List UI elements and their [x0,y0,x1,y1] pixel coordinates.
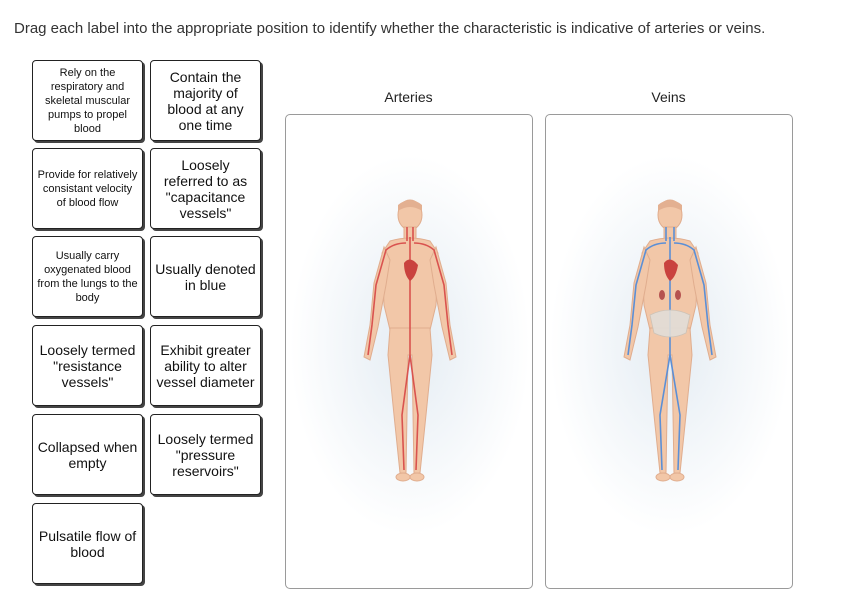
drag-label-resistance-vessels[interactable]: Loosely termed "resistance vessels" [32,325,143,406]
instructions-text: Drag each label into the appropriate pos… [14,20,766,37]
veins-body-illustration [550,155,790,535]
drag-label-majority-of-blood[interactable]: Contain the majority of blood at any one… [150,60,261,141]
drag-label-denoted-blue[interactable]: Usually denoted in blue [150,236,261,317]
veins-heading: Veins [651,89,686,105]
drag-label-pressure-reservoirs[interactable]: Loosely termed "pressure reservoirs" [150,414,261,495]
drag-label-alter-diameter[interactable]: Exhibit greater ability to alter vessel … [150,325,261,406]
arteries-heading: Arteries [384,89,433,105]
drag-label-oxygenated-blood[interactable]: Usually carry oxygenated blood from the … [32,236,143,317]
drag-label-capacitance-vessels[interactable]: Loosely referred to as "capacitance vess… [150,148,261,229]
drag-label-respiratory-pumps[interactable]: Rely on the respiratory and skeletal mus… [32,60,143,141]
arteries-body-illustration [290,155,530,535]
drag-label-consistent-velocity[interactable]: Provide for relatively consistant veloci… [32,148,143,229]
drag-label-collapsed-empty[interactable]: Collapsed when empty [32,414,143,495]
veins-drop-zone[interactable] [545,114,793,589]
arteries-drop-zone[interactable] [285,114,533,589]
drag-label-pulsatile-flow[interactable]: Pulsatile flow of blood [32,503,143,584]
